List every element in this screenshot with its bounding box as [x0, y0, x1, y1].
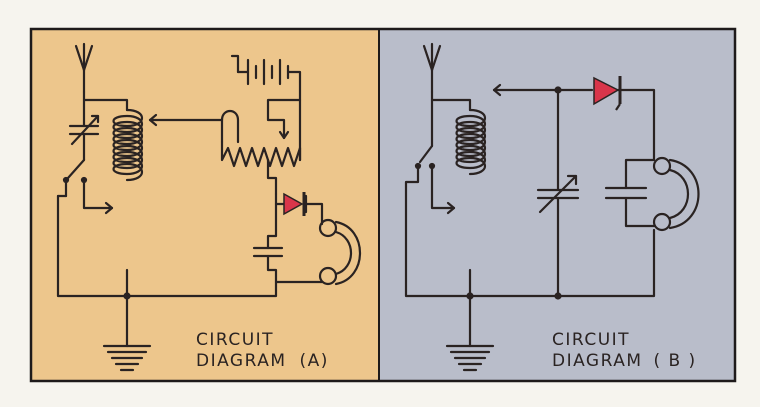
coil-icon — [112, 108, 144, 182]
panel-b-title-line2: DIAGRAM ( B ) — [552, 351, 697, 372]
headphones-b-icon — [652, 156, 700, 232]
panel-b-title-line1: CIRCUIT — [552, 330, 631, 350]
ground-icon — [102, 294, 152, 372]
capacitor-icon — [252, 202, 324, 284]
capacitor-b-icon — [604, 158, 656, 228]
valve-icon — [220, 109, 240, 144]
panel-b-tag: ( B ) — [653, 351, 697, 371]
battery-icon — [230, 54, 302, 140]
variable-capacitor-b-icon — [536, 88, 580, 298]
panel-a-title-line2: DIAGRAM (A) — [196, 351, 329, 372]
switch-icon — [62, 158, 114, 215]
diode-b-icon — [593, 76, 622, 111]
ground-b-icon — [445, 294, 495, 372]
switch-b-icon — [404, 98, 472, 298]
panel-a-tag: (A) — [299, 351, 329, 371]
antenna-lead — [82, 90, 129, 112]
panel-a-title-line1: CIRCUIT — [196, 330, 275, 350]
antenna-icon — [74, 42, 94, 94]
panel-a-caption: CIRCUIT DIAGRAM (A) — [196, 330, 329, 372]
potentiometer-icon — [220, 98, 302, 196]
panel-a-title-word: DIAGRAM — [196, 351, 287, 371]
variable-capacitor-icon — [68, 98, 100, 162]
diode-icon — [283, 192, 306, 216]
card-frame — [29, 27, 737, 383]
coil-b-icon — [455, 108, 487, 176]
panel-b-caption: CIRCUIT DIAGRAM ( B ) — [552, 330, 697, 372]
panel-b-title-word: DIAGRAM — [552, 351, 643, 371]
headphones-icon — [318, 218, 361, 286]
antenna-b-icon — [422, 42, 442, 94]
